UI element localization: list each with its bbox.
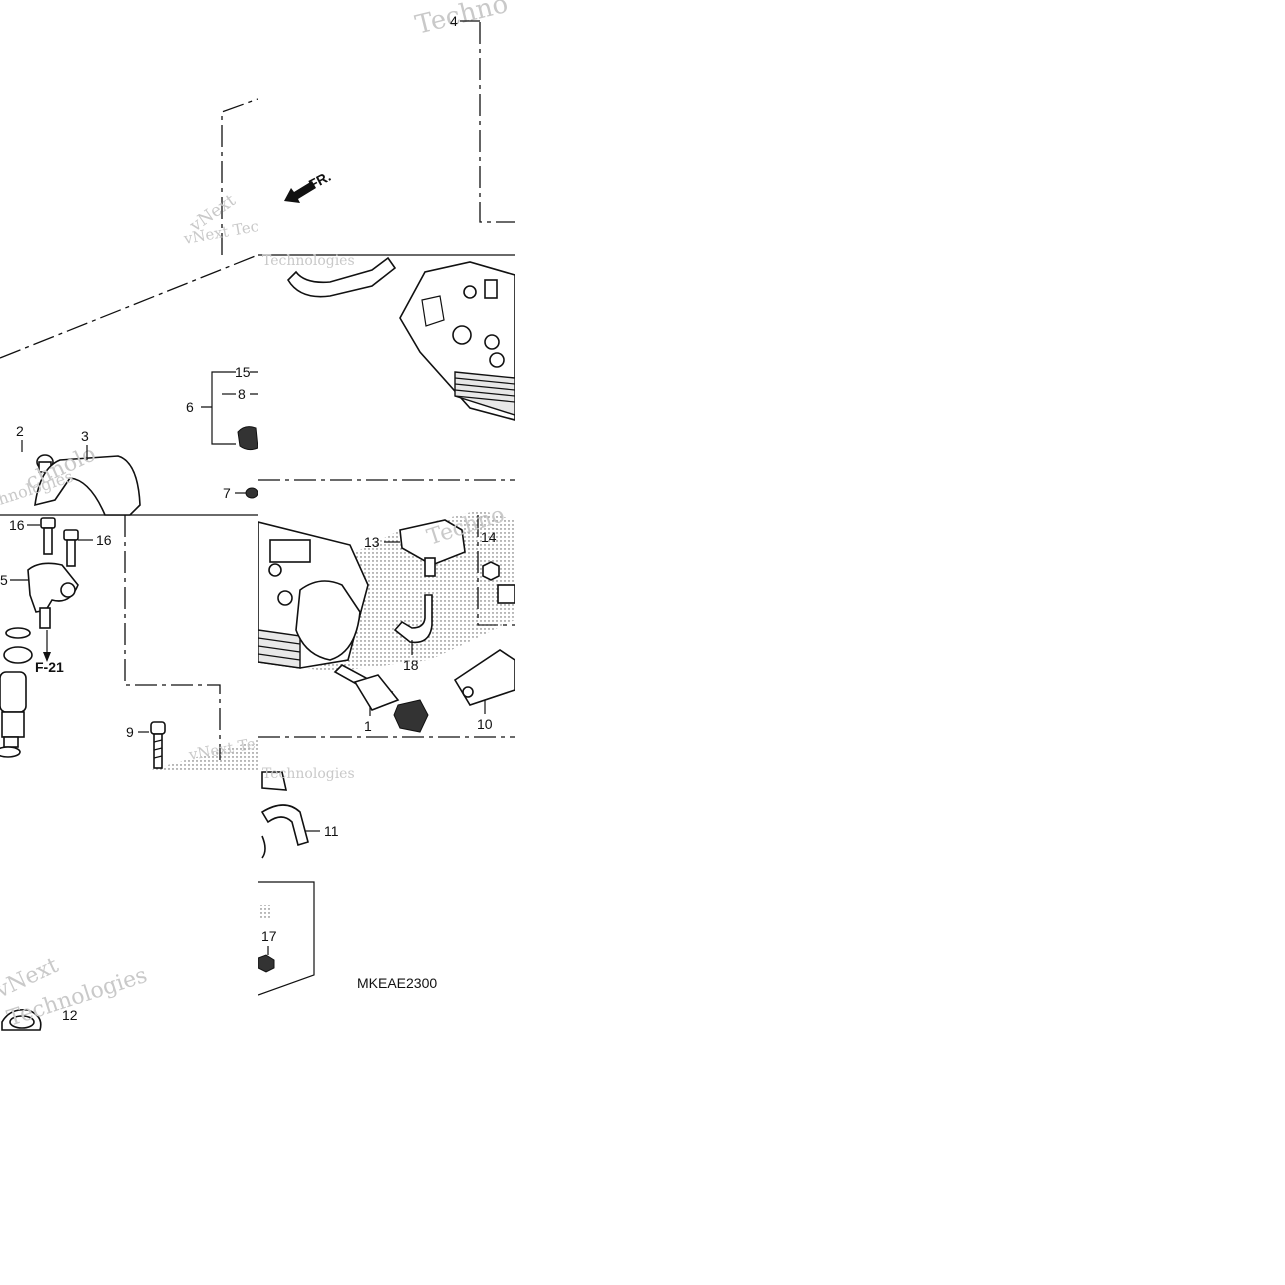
bracket-part-10 bbox=[453, 649, 515, 706]
callout-4: 4 bbox=[450, 13, 458, 29]
bolt-part-9 bbox=[150, 721, 166, 769]
sensor-part-13 bbox=[399, 519, 466, 577]
callout-11: 11 bbox=[324, 823, 339, 839]
joint-part-5 bbox=[27, 562, 79, 629]
shading-area bbox=[150, 740, 258, 770]
assembly-outline-mid bbox=[124, 515, 221, 760]
assembly-outline-right bbox=[479, 22, 515, 223]
callout-7: 7 bbox=[223, 485, 231, 501]
callout-12: 12 bbox=[62, 1007, 78, 1023]
front-direction-arrow: FR. bbox=[284, 168, 333, 203]
o-ring bbox=[5, 627, 31, 639]
middle-strip: FR. bbox=[258, 0, 515, 996]
callout-15: 15 bbox=[235, 364, 251, 380]
bolt-part-14 bbox=[482, 561, 515, 604]
injector-seal bbox=[0, 746, 21, 758]
callout-16-right: 16 bbox=[96, 532, 112, 548]
callout-9: 9 bbox=[126, 724, 134, 740]
callout-8: 8 bbox=[238, 386, 246, 402]
left-strip: vNext Tec vNext hnologies chnolo vNext T… bbox=[0, 98, 258, 1032]
bolt-part-16a bbox=[40, 517, 56, 555]
assembly-outline-top bbox=[221, 98, 258, 255]
callout-13: 13 bbox=[364, 534, 380, 550]
grommet-part-2 bbox=[36, 454, 54, 473]
shading-area bbox=[258, 905, 270, 920]
bolt-part-16b bbox=[63, 529, 79, 567]
watermark-text: Technologies bbox=[262, 253, 355, 269]
injector-part bbox=[0, 671, 27, 748]
f21-arrow-head bbox=[43, 652, 51, 662]
watermark-text: Technologies bbox=[262, 766, 355, 782]
cover-part-3 bbox=[34, 455, 141, 516]
callout-14: 14 bbox=[481, 529, 497, 545]
callout-18: 18 bbox=[403, 657, 419, 673]
bracket-part-6 bbox=[201, 371, 258, 445]
callout-16-left: 16 bbox=[9, 517, 25, 533]
section-box-bottom bbox=[258, 881, 315, 996]
callout-1: 1 bbox=[364, 718, 372, 734]
diagram-code: MKEAE2300 bbox=[357, 975, 437, 991]
clamp-part-11 bbox=[260, 771, 309, 859]
washer-part-7 bbox=[245, 487, 258, 499]
callout-3: 3 bbox=[81, 428, 89, 444]
reference-label: F-21 bbox=[35, 659, 64, 675]
throttle-body-main bbox=[258, 521, 369, 669]
callout-5: 5 bbox=[0, 572, 8, 588]
bolt-part-17 bbox=[258, 954, 275, 973]
tube-part-18 bbox=[393, 594, 433, 644]
callout-17: 17 bbox=[261, 928, 277, 944]
throttle-body-top bbox=[399, 261, 515, 421]
assembly-outline-diagonal bbox=[0, 254, 258, 359]
callout-6: 6 bbox=[186, 399, 194, 415]
seal-ring bbox=[3, 646, 33, 664]
hose-part bbox=[286, 256, 397, 298]
callout-10: 10 bbox=[477, 716, 493, 732]
sensor-part-1 bbox=[333, 664, 429, 733]
callout-2: 2 bbox=[16, 423, 24, 439]
watermark-text: Techno bbox=[412, 0, 511, 41]
sensor-part-15 bbox=[237, 426, 258, 451]
